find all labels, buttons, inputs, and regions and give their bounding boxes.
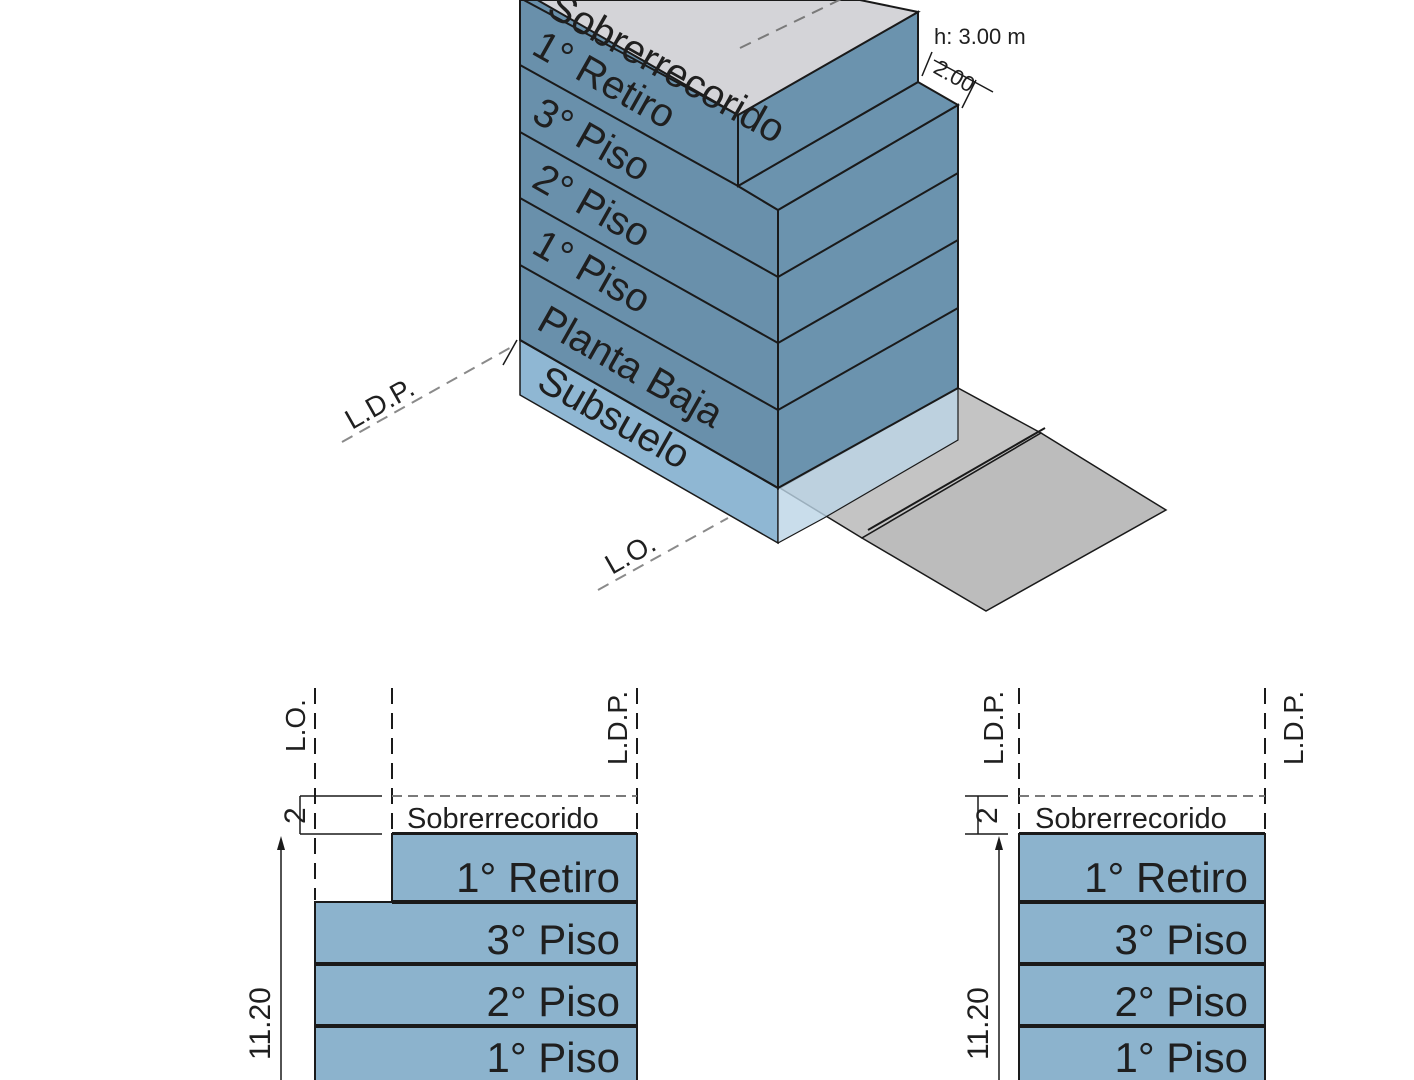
side-floor-lines xyxy=(777,172,959,411)
section-left: L.O. L.D.P. Sobrerrecorido 2 1° Retiro 3… xyxy=(244,688,638,1080)
section-left-piso3: 3° Piso xyxy=(486,916,620,963)
setback-dimension xyxy=(921,51,994,109)
height-note: h: 3.00 m xyxy=(934,24,1026,49)
section-left-piso2: 2° Piso xyxy=(486,978,620,1025)
section-left-sobrerrecorrido: Sobrerrecorido xyxy=(407,803,599,835)
section-left-ldp-tag: L.D.P. xyxy=(602,691,633,765)
ldp-tick xyxy=(502,339,518,366)
lo-dashed-line xyxy=(597,517,729,591)
section-left-dim-small: 2 xyxy=(279,807,312,824)
curb-line xyxy=(867,427,1046,531)
section-right-piso2: 2° Piso xyxy=(1114,978,1248,1025)
section-right-dim-height: 11.20 xyxy=(962,987,995,1060)
section-right-ldp-right-tag: L.D.P. xyxy=(1278,691,1309,765)
sobrerrecorrido-dashed xyxy=(739,0,842,49)
section-left-retiro: 1° Retiro xyxy=(456,854,620,901)
isometric-view: Sobrerrecorido 1° Retiro 3° Piso 2° Piso… xyxy=(340,0,1168,612)
section-right-piso1: 1° Piso xyxy=(1114,1034,1248,1080)
ldp-dashed-line xyxy=(341,344,516,443)
section-right-piso3: 3° Piso xyxy=(1114,916,1248,963)
section-left-lo-tag: L.O. xyxy=(280,699,311,752)
iso-lo-tag: L.O. xyxy=(600,527,661,580)
section-right-sobrerrecorrido: Sobrerrecorido xyxy=(1035,803,1227,835)
section-right-dim-small: 2 xyxy=(971,807,1004,824)
section-left-piso1: 1° Piso xyxy=(486,1034,620,1080)
section-right-retiro: 1° Retiro xyxy=(1084,854,1248,901)
sobrerrecorrido-top xyxy=(519,0,921,117)
iso-ldp-tag: L.D.P. xyxy=(340,372,420,436)
section-right-ldp-left-tag: L.D.P. xyxy=(978,691,1009,765)
front-floor-lines xyxy=(519,0,779,489)
section-right: L.D.P. L.D.P. Sobrerrecorido 2 1° Retiro… xyxy=(962,688,1309,1080)
section-left-dim-height: 11.20 xyxy=(244,987,277,1060)
sidewalk-slab xyxy=(860,432,1168,612)
